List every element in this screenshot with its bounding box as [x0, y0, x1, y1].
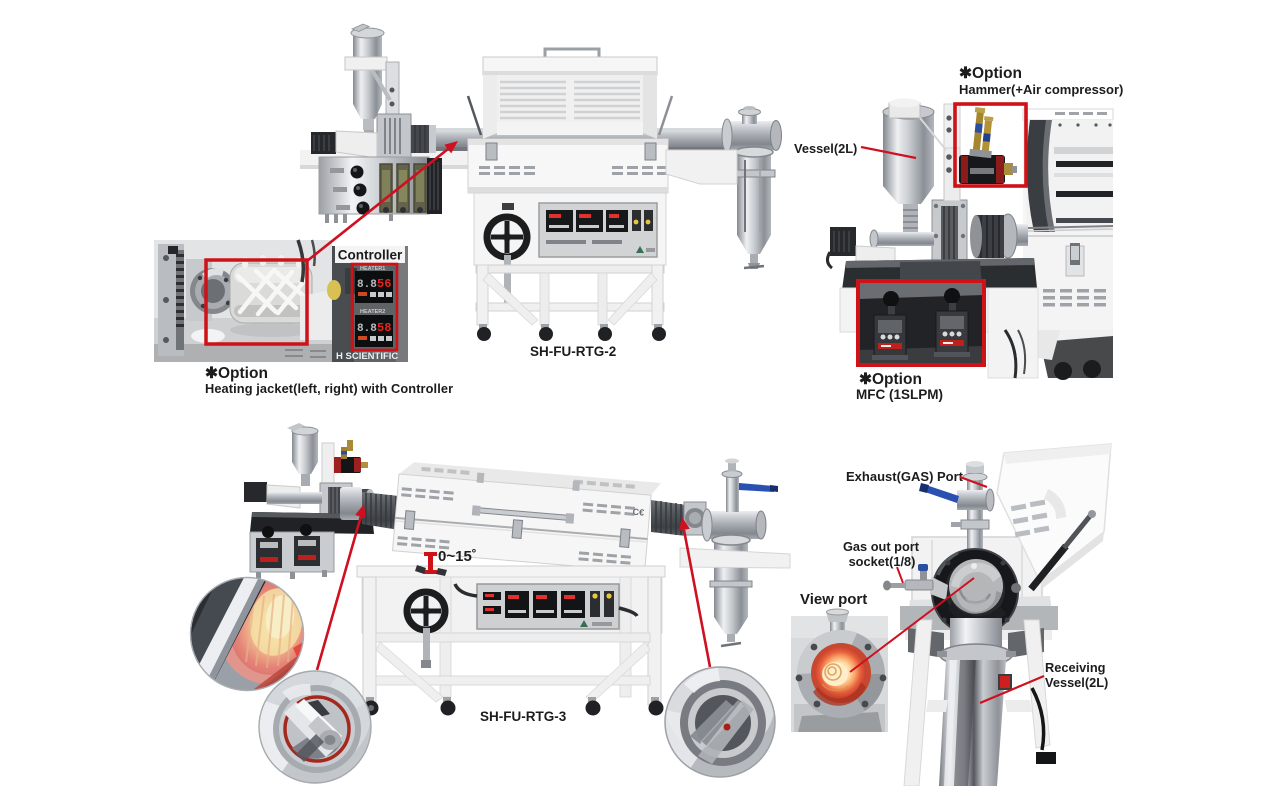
svg-text:✱Option: ✱Option	[859, 371, 922, 388]
svg-text:8.8: 8.8	[357, 323, 377, 335]
svg-text:56: 56	[377, 277, 391, 291]
svg-text:Controller: Controller	[338, 248, 403, 263]
svg-text:8.8: 8.8	[357, 279, 377, 291]
svg-text:58: 58	[377, 321, 391, 335]
svg-text:SH-FU-RTG-2: SH-FU-RTG-2	[530, 344, 616, 359]
svg-text:H SCIENTIFIC: H SCIENTIFIC	[336, 351, 398, 362]
svg-text:SH-FU-RTG-3: SH-FU-RTG-3	[480, 709, 567, 724]
svg-text:Hammer(+Air compressor): Hammer(+Air compressor)	[959, 82, 1123, 97]
svg-text:✱Option: ✱Option	[959, 65, 1022, 82]
svg-text:HEATER2: HEATER2	[360, 309, 385, 315]
svg-text:✱Option: ✱Option	[205, 365, 268, 382]
svg-text:0~15˚: 0~15˚	[438, 548, 477, 565]
svg-text:MFC (1SLPM): MFC (1SLPM)	[856, 387, 943, 402]
svg-text:Exhaust(GAS) Port: Exhaust(GAS) Port	[846, 469, 964, 484]
svg-text:HEATER1: HEATER1	[360, 266, 385, 272]
svg-text:View port: View port	[800, 591, 867, 608]
svg-text:Gas out port: Gas out port	[843, 539, 920, 554]
svg-text:Vessel(2L): Vessel(2L)	[1045, 675, 1108, 690]
svg-text:Heating jacket(left, right) w: Heating jacket(left, right) with Control…	[205, 381, 453, 396]
svg-text:socket(1/8): socket(1/8)	[849, 554, 916, 569]
svg-text:Vessel(2L): Vessel(2L)	[794, 141, 857, 156]
svg-text:C€: C€	[632, 507, 644, 518]
svg-text:Receiving: Receiving	[1045, 660, 1105, 675]
